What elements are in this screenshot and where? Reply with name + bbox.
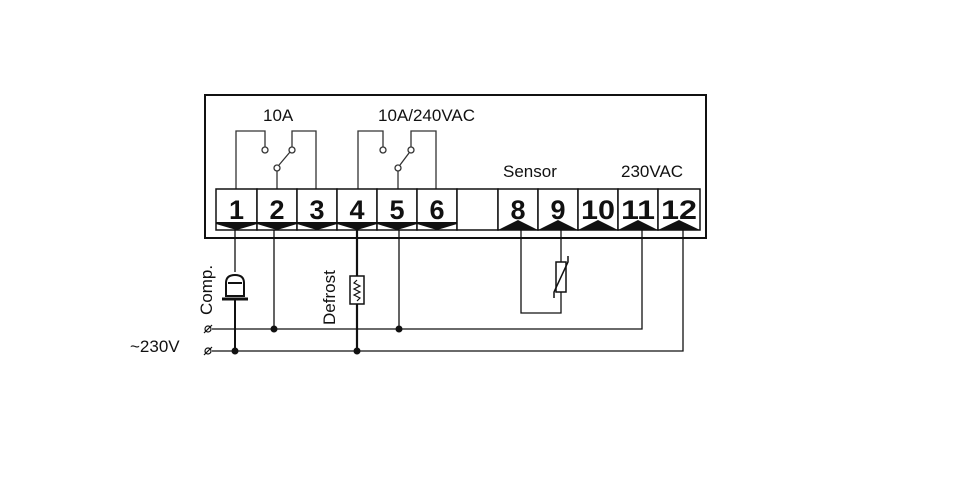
- output-chevron-icon: [216, 222, 257, 230]
- terminal-number: 2: [269, 195, 284, 225]
- terminal-9: 9: [537, 188, 579, 231]
- supply-voltage-label: ~230V: [130, 337, 180, 356]
- defrost-label: Defrost: [320, 270, 339, 325]
- input-chevron-icon: [618, 220, 658, 230]
- terminal-4: 4: [336, 188, 378, 231]
- relay1-switch: [235, 130, 317, 189]
- output-chevron-icon: [417, 222, 457, 230]
- compressor-label: Comp.: [197, 265, 216, 315]
- input-chevron-icon: [658, 220, 700, 230]
- input-chevron-icon: [538, 220, 578, 230]
- terminal-number: 4: [349, 195, 364, 225]
- output-chevron-icon: [257, 222, 297, 230]
- terminal-number: 10: [581, 195, 615, 225]
- supply-terminal-icons: [203, 324, 213, 356]
- output-chevron-icon: [337, 222, 377, 230]
- terminal-number: 12: [661, 195, 697, 225]
- compressor-icon: [222, 273, 248, 301]
- junction-dots: [231, 325, 403, 355]
- terminal-blank: [456, 188, 499, 231]
- terminal-3: 3: [296, 188, 338, 231]
- relay2-rating-label: 10A/240VAC: [378, 106, 475, 125]
- input-chevron-icon: [578, 220, 618, 230]
- defrost-heater-icon: [349, 275, 365, 305]
- output-chevron-icon: [297, 222, 337, 230]
- terminal-2: 2: [256, 188, 298, 231]
- thermistor-icon: [553, 256, 569, 298]
- terminal-number: 11: [621, 195, 655, 225]
- input-chevron-icon: [498, 220, 538, 230]
- terminal-number: 1: [229, 195, 244, 225]
- terminal-number: 5: [389, 195, 404, 225]
- terminal-11: 11: [617, 188, 659, 231]
- terminal-number: 3: [309, 195, 324, 225]
- external-wiring: [212, 230, 684, 352]
- terminal-5: 5: [376, 188, 418, 231]
- output-chevron-icon: [377, 222, 417, 230]
- terminal-1: 1: [215, 188, 258, 231]
- terminal-8: 8: [497, 188, 539, 231]
- terminal-10: 10: [577, 188, 619, 231]
- terminal-12: 12: [657, 188, 701, 231]
- power-label: 230VAC: [621, 162, 683, 181]
- terminal-number: 8: [510, 195, 525, 225]
- terminal-6: 6: [416, 188, 458, 231]
- terminal-number: 6: [429, 195, 444, 225]
- relay2-switch: [357, 130, 437, 189]
- controller-housing: [204, 94, 707, 239]
- sensor-label: Sensor: [503, 162, 557, 181]
- relay1-rating-label: 10A: [263, 106, 294, 125]
- terminal-number: 9: [550, 195, 565, 225]
